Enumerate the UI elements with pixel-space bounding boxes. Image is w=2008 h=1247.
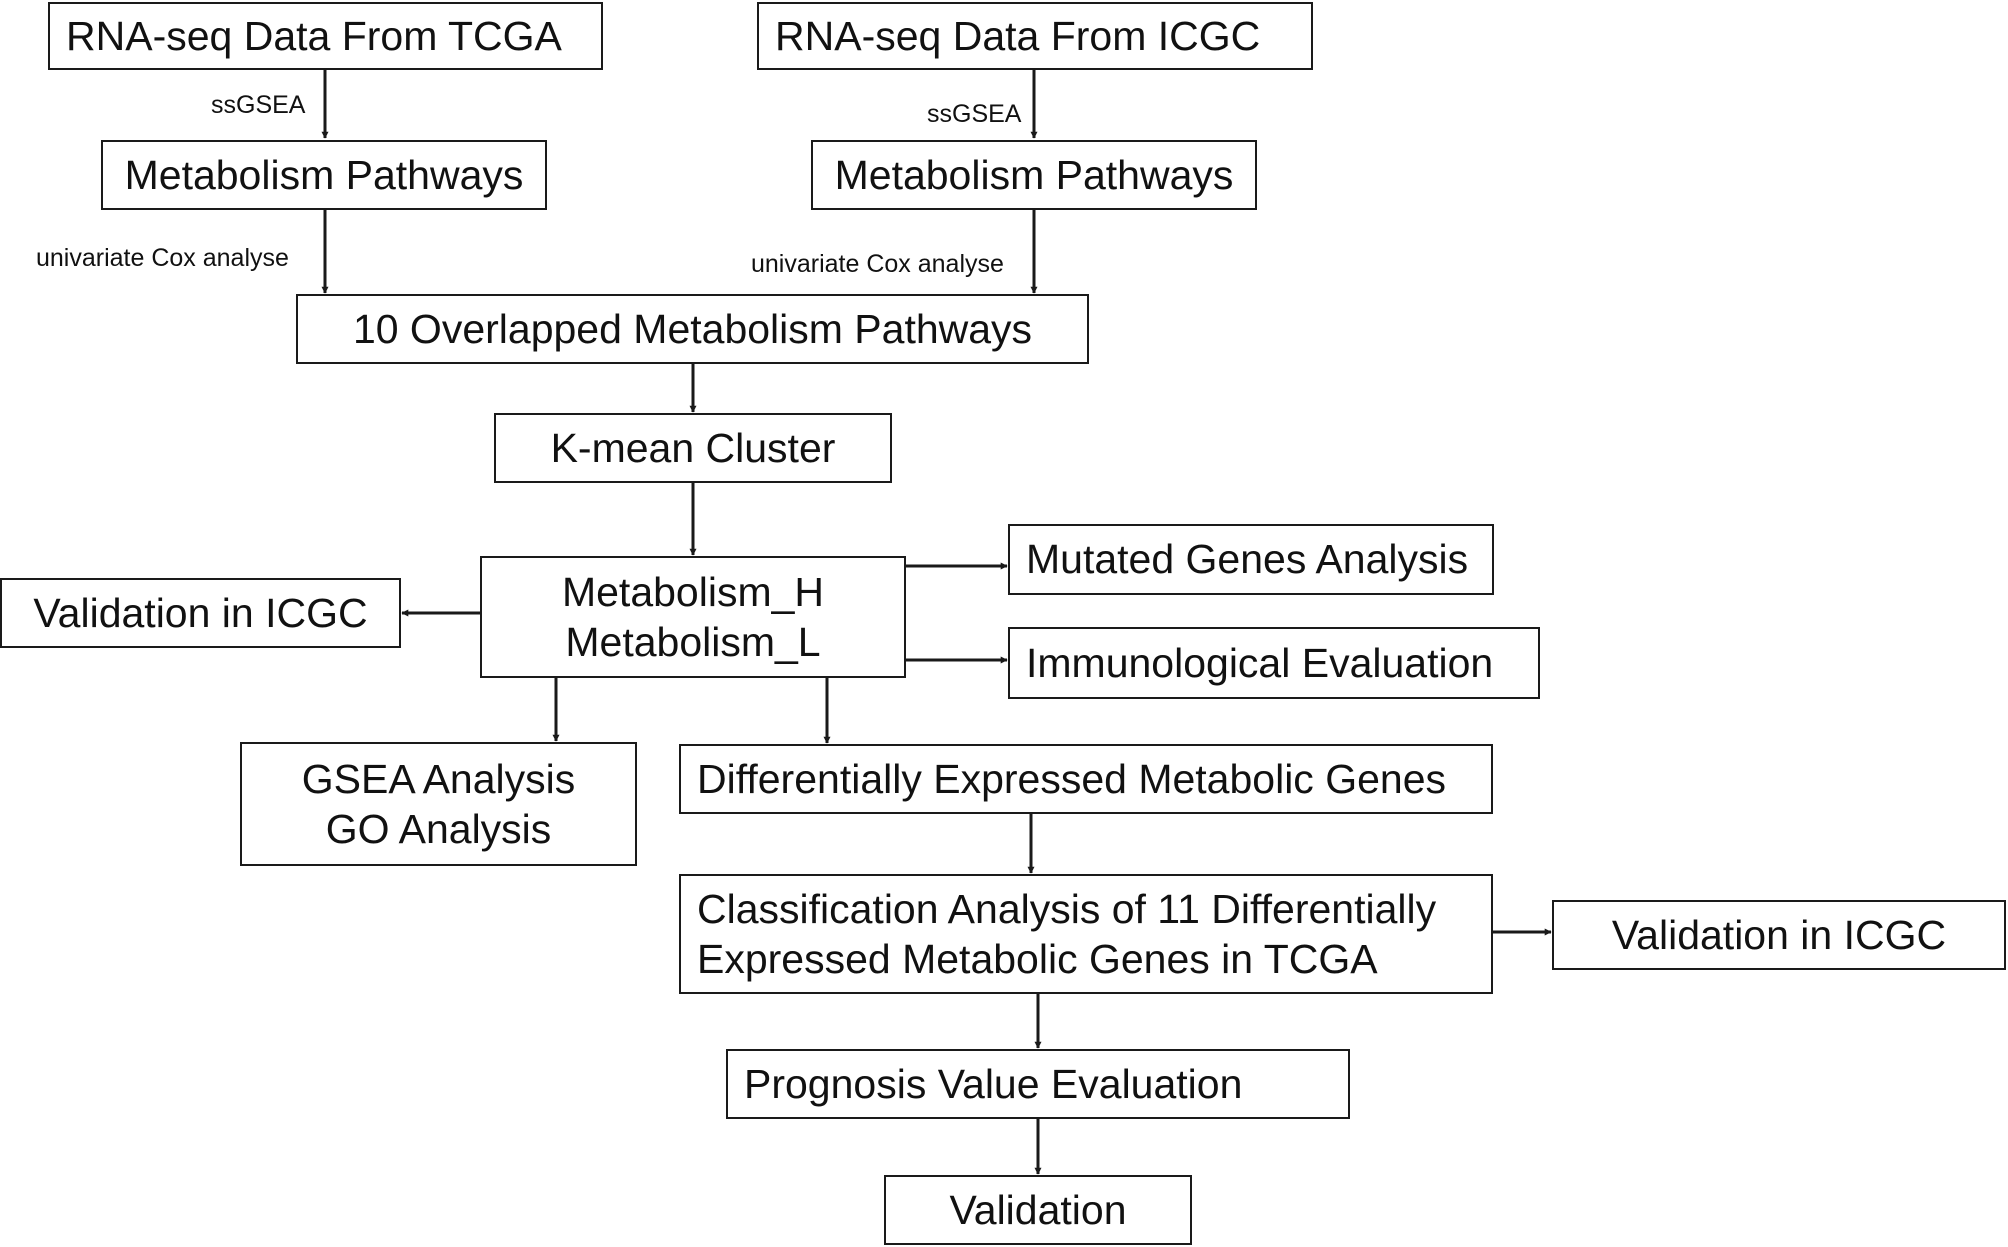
node-metabolism-pathways-icgc: Metabolism Pathways <box>811 140 1257 210</box>
node-rna-seq-icgc: RNA-seq Data From ICGC <box>757 2 1313 70</box>
node-immunological-evaluation: Immunological Evaluation <box>1008 627 1540 699</box>
node-validation-icgc-right: Validation in ICGC <box>1552 900 2006 970</box>
node-mutated-genes-analysis-label: Mutated Genes Analysis <box>1026 536 1469 583</box>
classification-line-2: Expressed Metabolic Genes in TCGA <box>697 936 1378 982</box>
node-metabolism-pathways-tcga-label: Metabolism Pathways <box>124 151 524 198</box>
go-analysis-label: GO Analysis <box>325 806 552 852</box>
node-rna-seq-tcga: RNA-seq Data From TCGA <box>48 2 603 70</box>
node-overlapped-pathways: 10 Overlapped Metabolism Pathways <box>296 294 1089 364</box>
node-prognosis-value-evaluation: Prognosis Value Evaluation <box>726 1049 1350 1119</box>
gsea-analysis-label: GSEA Analysis <box>301 755 576 802</box>
classification-line-1: Classification Analysis of 11 Differenti… <box>697 885 1437 932</box>
metabolism-l-label: Metabolism_L <box>565 619 821 665</box>
ssgsea-label-tcga: ssGSEA <box>211 91 306 119</box>
node-validation-icgc-left-label: Validation in ICGC <box>33 589 368 636</box>
node-prognosis-value-evaluation-label: Prognosis Value Evaluation <box>744 1060 1243 1107</box>
node-kmean-cluster: K-mean Cluster <box>494 413 892 483</box>
cox-label-tcga: univariate Cox analyse <box>36 244 289 272</box>
ssgsea-label-icgc: ssGSEA <box>927 100 1022 128</box>
node-rna-seq-icgc-label: RNA-seq Data From ICGC <box>775 12 1261 59</box>
node-differentially-expressed-genes-label: Differentially Expressed Metabolic Genes <box>697 755 1446 802</box>
node-differentially-expressed-genes: Differentially Expressed Metabolic Genes <box>679 744 1493 814</box>
node-validation-label: Validation <box>949 1186 1127 1233</box>
node-kmean-cluster-label: K-mean Cluster <box>550 424 836 471</box>
node-metabolism-pathways-tcga: Metabolism Pathways <box>101 140 547 210</box>
node-overlapped-pathways-label: 10 Overlapped Metabolism Pathways <box>352 305 1033 352</box>
node-validation: Validation <box>884 1175 1192 1245</box>
node-validation-icgc-right-label: Validation in ICGC <box>1611 911 1947 958</box>
node-classification-analysis: Classification Analysis of 11 Differenti… <box>679 874 1493 994</box>
cox-label-icgc: univariate Cox analyse <box>751 250 1004 278</box>
node-immunological-evaluation-label: Immunological Evaluation <box>1026 639 1494 686</box>
node-validation-icgc-left: Validation in ICGC <box>0 578 401 648</box>
metabolism-h-label: Metabolism_H <box>561 568 825 615</box>
node-metabolism-pathways-icgc-label: Metabolism Pathways <box>834 151 1234 198</box>
node-mutated-genes-analysis: Mutated Genes Analysis <box>1008 524 1494 595</box>
node-rna-seq-tcga-label: RNA-seq Data From TCGA <box>66 12 562 59</box>
node-gsea-go-analysis: GSEA Analysis GO Analysis <box>240 742 637 866</box>
node-metabolism-groups: Metabolism_H Metabolism_L <box>480 556 906 678</box>
